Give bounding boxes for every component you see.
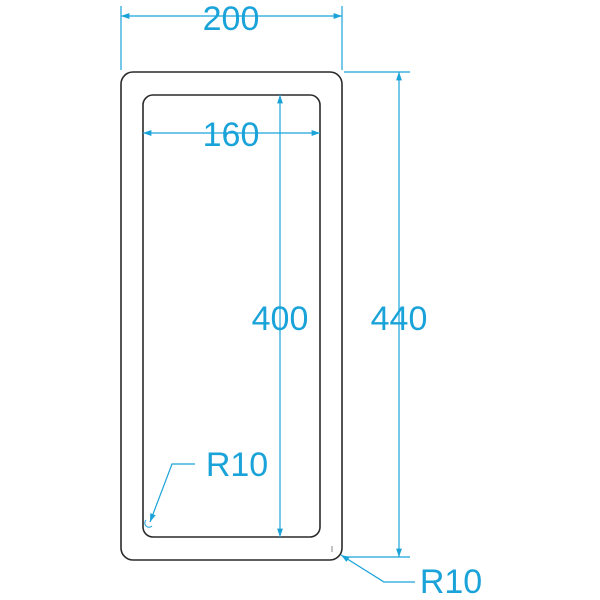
outer-outline: [120, 71, 343, 561]
inner-corner-mark: [144, 519, 153, 528]
inner-height-label: 400: [252, 300, 309, 338]
outer-radius-label: R10: [420, 563, 482, 600]
inner-radius-label: R10: [206, 446, 268, 484]
outer-height-label: 440: [371, 300, 428, 338]
inner-radius-leader: [149, 463, 195, 523]
inner-outline: [142, 94, 321, 538]
outer-width-label: 200: [203, 0, 260, 38]
outer-radius-leader: [340, 554, 415, 583]
inner-width-label: 160: [203, 116, 260, 154]
